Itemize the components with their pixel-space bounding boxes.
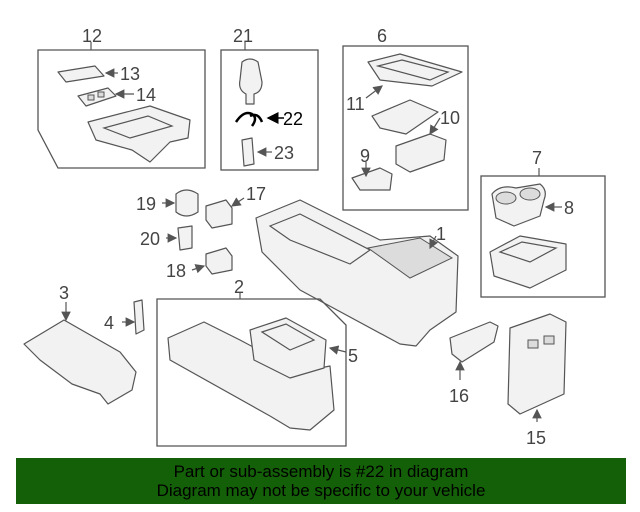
callout-22[interactable]: 22 (283, 109, 303, 129)
part-13-trim[interactable] (57, 65, 105, 83)
part-6-lid[interactable] (367, 53, 463, 87)
info-banner: Part or sub-assembly is #22 in diagram D… (16, 458, 626, 504)
callout-5[interactable]: 5 (348, 346, 358, 366)
group-6: 6 11 10 9 (342, 26, 469, 211)
banner-line-2: Diagram may not be specific to your vehi… (156, 481, 486, 500)
part-1-console[interactable]: 1 (255, 199, 459, 347)
part-4-clip[interactable] (133, 299, 145, 335)
part-23-sleeve[interactable] (241, 137, 255, 167)
callout-20[interactable]: 20 (140, 229, 160, 249)
part-12-bezel[interactable] (87, 105, 191, 163)
banner-line-1: Part or sub-assembly is #22 in diagram (173, 462, 469, 481)
callout-16[interactable]: 16 (449, 386, 469, 406)
group-21: 21 22 23 (220, 26, 319, 171)
part-16-bracket[interactable] (449, 321, 499, 363)
part-2-console-side[interactable] (167, 321, 335, 431)
callout-21[interactable]: 21 (233, 26, 253, 46)
part-5-bin[interactable] (249, 317, 327, 379)
callout-8[interactable]: 8 (564, 198, 574, 218)
callout-9[interactable]: 9 (360, 146, 370, 166)
callout-11[interactable]: 11 (346, 94, 365, 114)
callout-10[interactable]: 10 (440, 108, 460, 128)
callout-1[interactable]: 1 (436, 224, 446, 244)
part-3-bracket[interactable] (23, 319, 137, 405)
part-9-trim[interactable] (351, 167, 393, 191)
part-shifter-bezel[interactable] (371, 99, 439, 135)
callout-4[interactable]: 4 (104, 313, 114, 333)
callout-6[interactable]: 6 (377, 26, 387, 46)
part-14-switch[interactable] (77, 87, 117, 107)
part-22-clip[interactable] (234, 111, 264, 127)
part-21-shift-knob[interactable] (239, 58, 263, 105)
part-19-outlet[interactable] (175, 189, 199, 217)
callout-2[interactable]: 2 (234, 277, 244, 297)
part-20-socket[interactable] (177, 225, 193, 251)
part-17-switch[interactable] (205, 199, 233, 229)
part-10-bin[interactable] (395, 133, 447, 173)
callout-15[interactable]: 15 (526, 428, 546, 448)
group-12: 12 13 14 (37, 26, 206, 169)
part-18-switch[interactable] (205, 247, 233, 275)
callout-18[interactable]: 18 (166, 261, 186, 281)
part-8-bin[interactable] (489, 235, 567, 289)
callout-3[interactable]: 3 (59, 283, 69, 303)
callout-14[interactable]: 14 (136, 85, 156, 105)
part-15-16: 16 15 (449, 313, 567, 448)
small-parts: 19 17 20 18 (136, 184, 266, 281)
callout-13[interactable]: 13 (120, 64, 140, 84)
callout-23[interactable]: 23 (274, 143, 294, 163)
callout-12[interactable]: 12 (82, 26, 102, 46)
callout-17[interactable]: 17 (246, 184, 266, 204)
callout-19[interactable]: 19 (136, 194, 156, 214)
part-15-rear-panel[interactable] (507, 313, 567, 415)
group-7: 7 8 (480, 148, 606, 298)
part-3-4: 3 4 (23, 283, 145, 405)
callout-7[interactable]: 7 (532, 148, 542, 168)
group-2: 2 5 (156, 277, 358, 447)
